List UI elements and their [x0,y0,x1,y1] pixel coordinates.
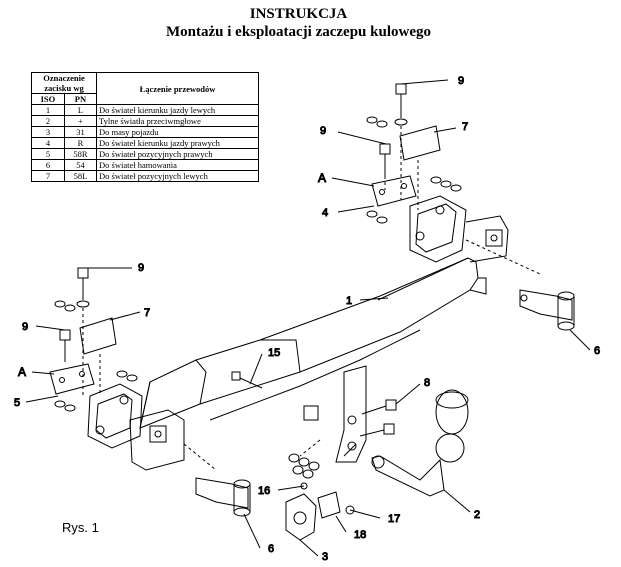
cell-desc: Do świateł pozycyjnych lewych [96,170,259,182]
callout-A-right: A [318,171,326,185]
page-title: INSTRUKCJA [249,6,348,22]
callout-3: 3 [322,551,328,563]
bolt-15 [231,371,263,389]
ball-mount-bracket [303,365,367,463]
cell-pn: 31 [63,126,98,138]
bolts-8 [359,399,397,437]
callout-2: 2 [474,509,480,521]
left-bracket [87,383,185,471]
callout-7-left: 7 [144,307,150,319]
page-subtitle: Montażu i eksploatacji zaczepu kulowego [166,24,431,40]
top-left-fasteners [49,267,138,412]
socket-plate [285,482,355,541]
left-side-plate [195,477,251,517]
callout-9-left-top: 9 [138,262,144,274]
callout-1: 1 [346,295,352,307]
callout-6-left: 6 [268,543,274,555]
callout-9-upper-left: 9 [320,125,326,137]
crossbar-part [139,257,487,429]
right-side-plate [519,289,575,331]
figure-caption: Rys. 1 [62,520,99,535]
callout-4: 4 [322,207,328,219]
leader-lines [25,79,591,557]
cell-iso: 7 [31,170,65,182]
callout-18: 18 [354,529,366,541]
bracket-nuts [288,453,320,479]
callout-9-top: 9 [458,75,464,87]
top-right-fasteners [366,83,462,224]
callout-15: 15 [268,347,280,359]
right-bracket [409,195,509,263]
callout-A-left: A [18,365,26,379]
callout-17: 17 [388,513,400,525]
table-row: 2+Tylne światła przeciwmgłowe [31,115,259,127]
header-connection: Łączenie przewodów [96,72,259,105]
alignment-dashes [82,126,541,471]
cell-pn: 58L [63,170,98,182]
callout-6-right: 6 [594,345,600,357]
tow-ball [371,389,469,497]
wiring-table: Oznaczenie zacisku wg Łączenie przewodów… [31,72,259,182]
callout-9-left: 9 [22,321,28,333]
callout-8: 8 [424,377,430,389]
callout-7-right: 7 [462,121,468,133]
callout-5: 5 [14,397,20,409]
callout-16: 16 [258,485,270,497]
